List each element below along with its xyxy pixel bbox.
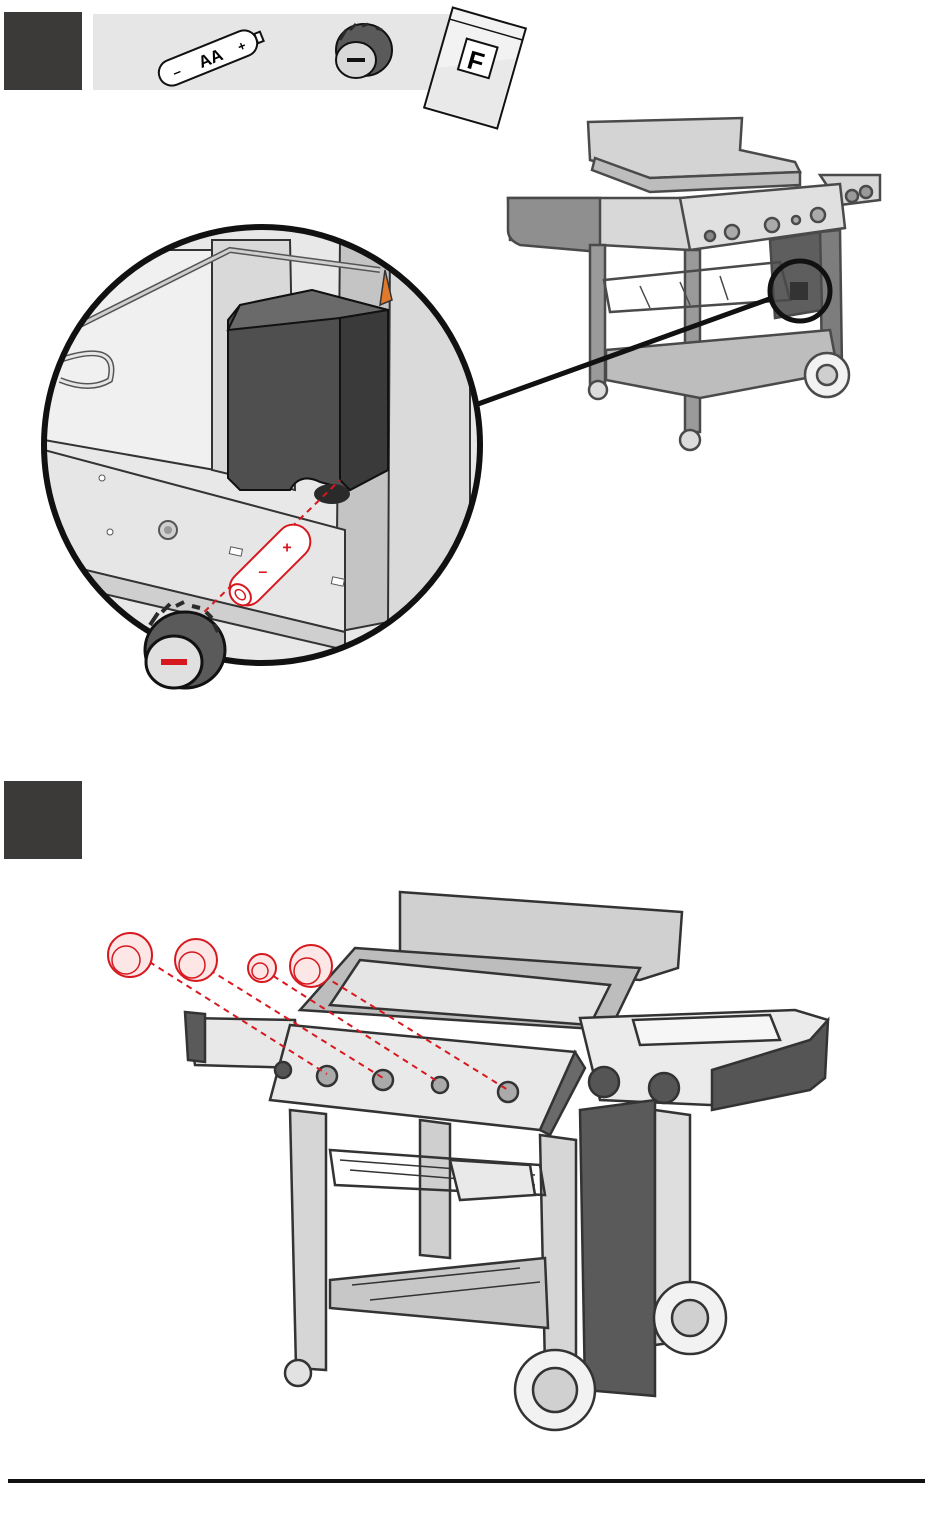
- hardware-bag-icon: F: [424, 8, 526, 129]
- grill-full: [185, 892, 828, 1430]
- page-footer-rule: [8, 1479, 925, 1483]
- grill-overview: [508, 118, 880, 450]
- ignition-button-icon: [336, 24, 392, 78]
- ignition-module-small: [790, 282, 808, 300]
- control-knob-icon: [290, 945, 332, 987]
- control-knob-icon: [175, 939, 217, 981]
- control-knob-icon: [248, 954, 276, 982]
- battery-detail-plus: +: [282, 540, 291, 557]
- battery-detail-minus: –: [258, 564, 267, 581]
- battery-icon: – AA +: [155, 24, 267, 89]
- control-knob-icon: [108, 933, 152, 977]
